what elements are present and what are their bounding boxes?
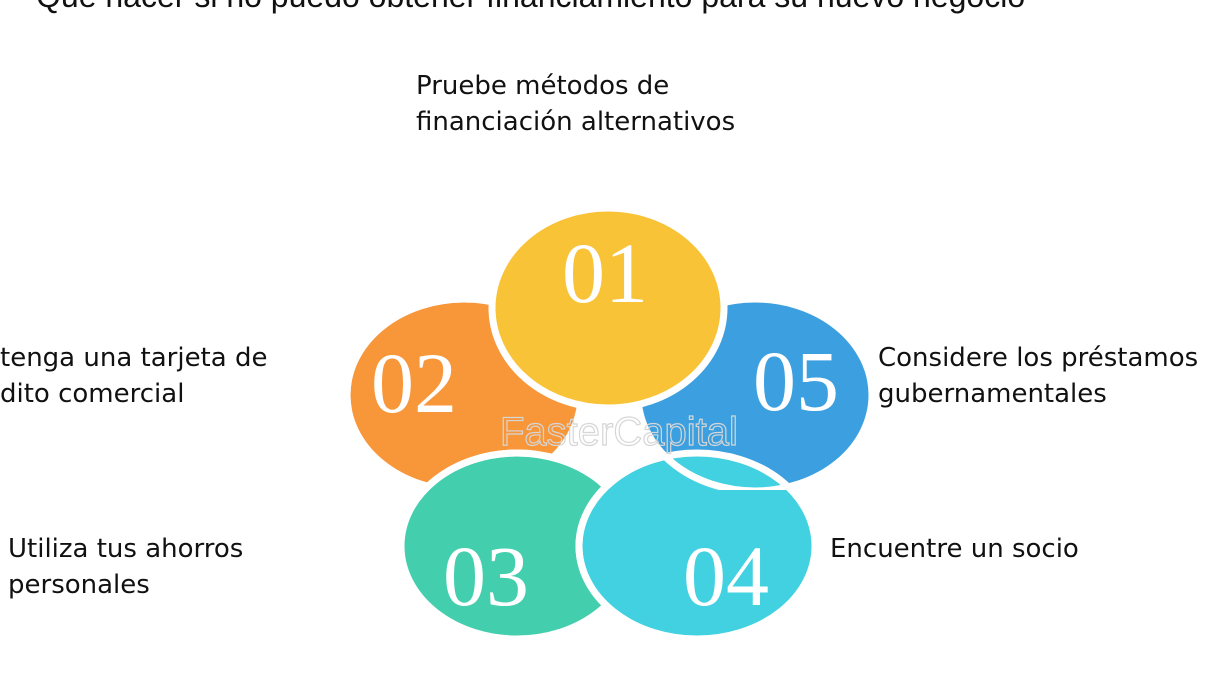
page-title: Qué hacer si no puedo obtener financiami… (36, 0, 1025, 15)
number-05: 05 (753, 333, 839, 429)
label-line: personales (8, 570, 150, 600)
label-line: dito comercial (0, 379, 185, 409)
number-03: 03 (443, 528, 529, 624)
label-line: Pruebe métodos de (416, 71, 670, 101)
label-03: Utiliza tus ahorros personales (8, 531, 243, 603)
number-01: 01 (562, 225, 648, 321)
label-05: Considere los préstamos gubernamentales (878, 340, 1198, 412)
label-line: Utiliza tus ahorros (8, 534, 244, 564)
label-02: tenga una tarjeta de dito comercial (0, 340, 267, 412)
watermark: FasterCapital (500, 410, 738, 454)
label-line: gubernamentales (878, 379, 1107, 409)
label-line: tenga una tarjeta de (0, 343, 268, 373)
label-line: Encuentre un socio (830, 534, 1079, 564)
label-01: Pruebe métodos de financiación alternati… (416, 68, 735, 140)
petal-01 (488, 204, 728, 412)
number-02: 02 (371, 335, 457, 431)
label-04: Encuentre un socio (830, 531, 1079, 567)
label-line: Considere los préstamos (878, 343, 1199, 373)
number-04: 04 (683, 528, 769, 624)
label-line: financiación alternativos (416, 107, 736, 137)
